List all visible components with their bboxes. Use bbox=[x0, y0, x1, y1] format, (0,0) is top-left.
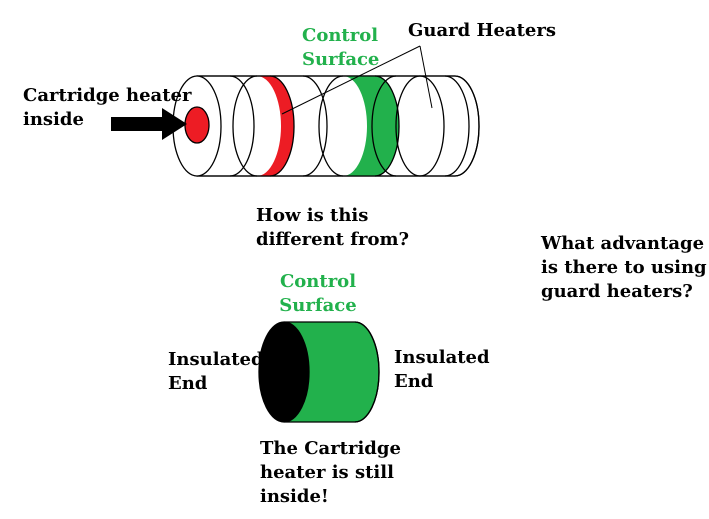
band-boundary bbox=[232, 75, 258, 177]
insulated-end-face bbox=[258, 321, 310, 423]
still-inside-note-line: The Cartridge bbox=[260, 438, 401, 459]
control-surface-label-line: Surface bbox=[279, 295, 357, 316]
guard-heater-leader-line bbox=[281, 45, 421, 115]
insulated-end-label-line: End bbox=[394, 371, 434, 392]
control-surface-label-bottom: Control Surface bbox=[272, 270, 364, 318]
arrow-icon bbox=[111, 108, 187, 140]
insulated-end-label-right: Insulated End bbox=[394, 346, 490, 394]
cartridge-heater-label: Cartridge heater inside bbox=[23, 84, 191, 132]
question-advantage-line: What advantage bbox=[541, 233, 705, 254]
insulated-end-label-line: Insulated bbox=[168, 349, 264, 370]
guard-heater-leader-line bbox=[419, 45, 433, 109]
question-difference-line: different from? bbox=[256, 229, 410, 250]
band-boundary bbox=[444, 75, 470, 177]
still-inside-note-line: inside! bbox=[260, 486, 329, 507]
insulated-end-label-left: Insulated End bbox=[168, 348, 264, 396]
guard-heaters-label-line: Guard Heaters bbox=[408, 20, 556, 41]
guard-heaters-label: Guard Heaters bbox=[408, 19, 556, 43]
question-advantage: What advantage is there to using guard h… bbox=[541, 232, 707, 304]
cartridge-heater-label-line: inside bbox=[23, 109, 84, 130]
band-boundary bbox=[302, 75, 328, 177]
band-boundary bbox=[229, 75, 255, 177]
control-surface-label-line: Surface bbox=[302, 49, 380, 70]
bottom-cylinder bbox=[258, 321, 380, 423]
band-boundary bbox=[395, 75, 421, 177]
control-surface-band bbox=[343, 76, 399, 176]
band-boundary bbox=[318, 75, 344, 177]
control-surface-label-line: Control bbox=[279, 271, 357, 292]
still-inside-note-line: heater is still bbox=[260, 462, 394, 483]
band-boundary bbox=[419, 75, 445, 177]
still-inside-note: The Cartridge heater is still inside! bbox=[260, 437, 401, 509]
insulated-end-label-line: End bbox=[168, 373, 208, 394]
question-difference-line: How is this bbox=[256, 205, 369, 226]
cartridge-heater-label-line: Cartridge heater bbox=[23, 85, 192, 106]
band-boundary bbox=[269, 75, 295, 177]
control-surface-label-top: Control Surface bbox=[302, 24, 379, 72]
question-advantage-line: guard heaters? bbox=[541, 281, 693, 302]
guard-heater-band-left bbox=[257, 76, 294, 176]
question-difference: How is this different from? bbox=[256, 204, 409, 252]
band-boundary bbox=[371, 75, 397, 177]
control-surface-label-line: Control bbox=[302, 25, 379, 46]
insulated-end-label-line: Insulated bbox=[394, 347, 490, 368]
question-advantage-line: is there to using bbox=[541, 257, 707, 278]
top-cylinder bbox=[172, 75, 480, 177]
